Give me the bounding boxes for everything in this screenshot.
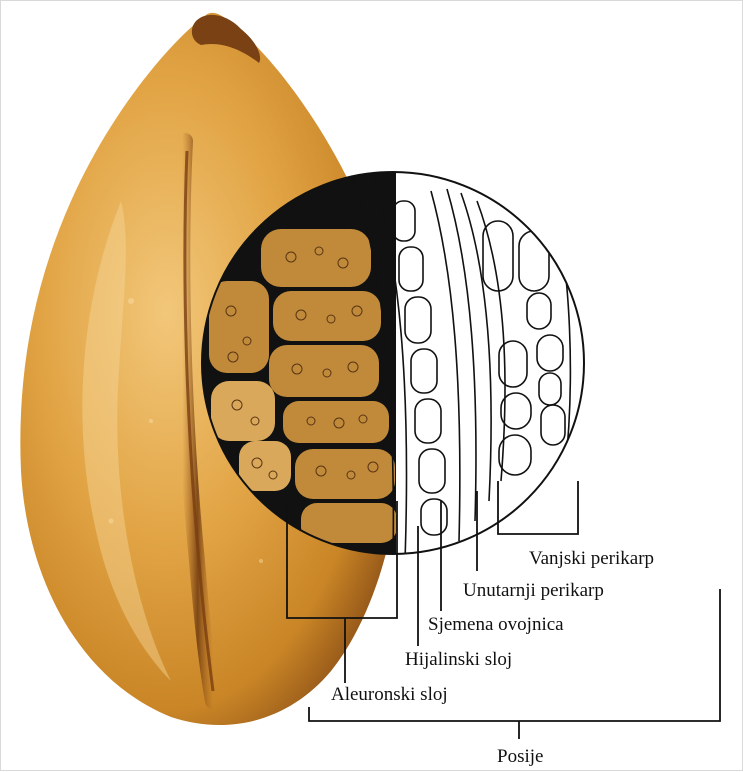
label-hijalinski-sloj: Hijalinski sloj <box>405 649 512 670</box>
label-unutarnji-perikarp: Unutarnji perikarp <box>463 580 604 601</box>
label-vanjski-perikarp: Vanjski perikarp <box>529 548 654 569</box>
label-sjemena-ovojnica: Sjemena ovojnica <box>428 614 564 635</box>
labels: Vanjski perikarp Unutarnji perikarp Sjem… <box>331 548 654 767</box>
label-aleuronski-sloj: Aleuronski sloj <box>331 684 448 705</box>
label-posije: Posije <box>497 746 543 767</box>
